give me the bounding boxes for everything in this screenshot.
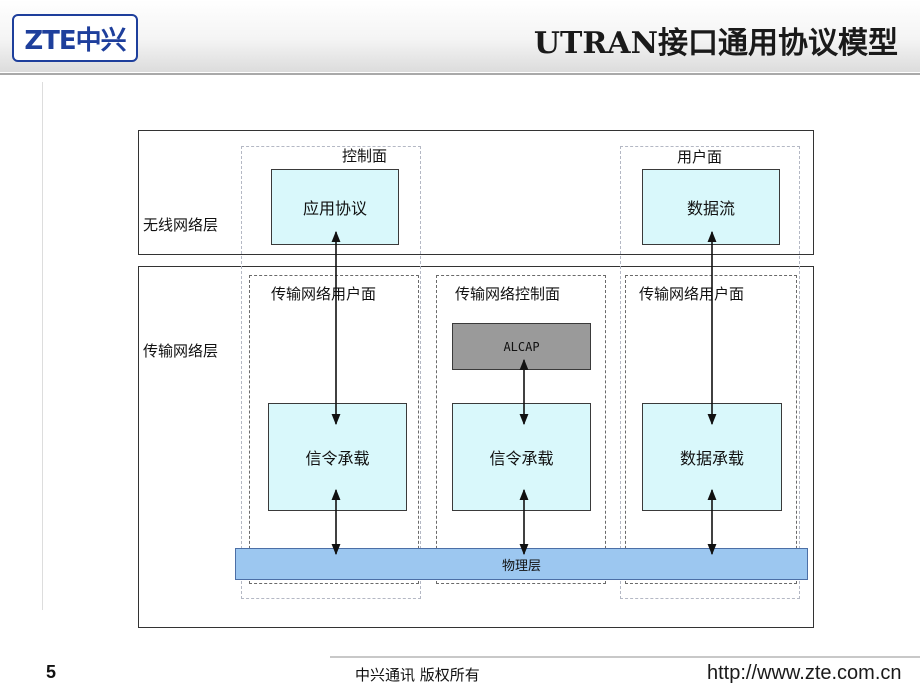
transport-control-plane-outline <box>436 275 606 584</box>
page-title: UTRAN接口通用协议模型 <box>533 26 898 61</box>
signaling-bearer-left-box: 信令承载 <box>268 403 407 511</box>
control-plane-outline <box>241 146 421 599</box>
signaling-bearer-mid-box: 信令承载 <box>452 403 591 511</box>
user-plane-outline <box>620 146 800 599</box>
transport-user-plane-right-label: 传输网络用户面 <box>639 285 745 303</box>
control-plane-label: 控制面 <box>342 147 388 165</box>
alcap-box: ALCAP <box>452 323 591 370</box>
footer-divider <box>330 656 920 658</box>
data-bearer-box: 数据承载 <box>642 403 782 511</box>
data-stream-box: 数据流 <box>642 169 780 245</box>
zte-logo: ZTE中兴 <box>12 14 138 62</box>
transport-user-plane-left-label: 传输网络用户面 <box>271 285 377 303</box>
physical-layer-bar: 物理层 <box>235 548 808 580</box>
application-protocol-box: 应用协议 <box>271 169 399 245</box>
transport-network-layer-label: 传输网络层 <box>143 342 219 360</box>
user-plane-label: 用户面 <box>677 148 723 166</box>
transport-control-plane-label: 传输网络控制面 <box>455 285 561 303</box>
header-divider <box>0 73 920 75</box>
website-url: http://www.zte.com.cn <box>707 662 902 684</box>
radio-network-layer-label: 无线网络层 <box>143 216 219 234</box>
left-margin-rule <box>42 82 43 610</box>
page-number: 5 <box>46 662 57 682</box>
header-band <box>0 0 920 72</box>
copyright-text: 中兴通讯 版权所有 <box>355 666 480 684</box>
